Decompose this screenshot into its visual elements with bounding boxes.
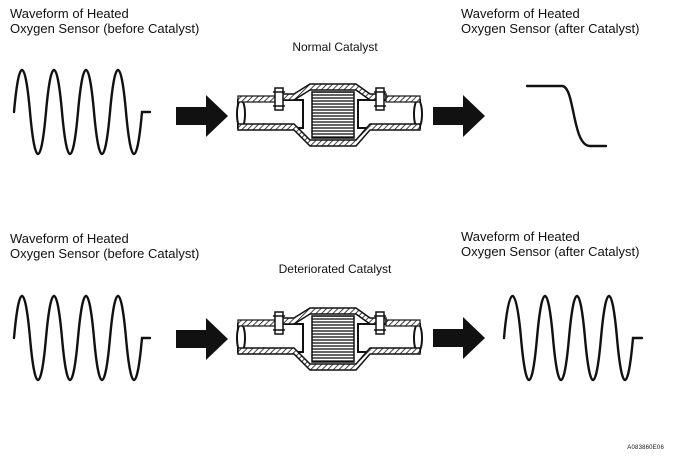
row1-after-label: Waveform of Heated Oxygen Sensor (after …	[461, 6, 639, 36]
row2-catalyst-diagram	[236, 307, 423, 371]
row1-before-label: Waveform of Heated Oxygen Sensor (before…	[10, 6, 199, 36]
row1-before-waveform	[12, 69, 152, 155]
row2-before-label: Waveform of Heated Oxygen Sensor (before…	[10, 231, 199, 261]
row2-after-label: Waveform of Heated Oxygen Sensor (after …	[461, 229, 639, 259]
row1-catalyst-label: Normal Catalyst	[292, 40, 378, 54]
row2-arrow-in	[176, 318, 228, 360]
row1-after-label-line2: Oxygen Sensor (after Catalyst)	[461, 21, 640, 36]
figure-code: A083860E06	[627, 445, 664, 451]
row2-after-label-line2: Oxygen Sensor (after Catalyst)	[461, 244, 640, 259]
row1-before-label-line2: Oxygen Sensor (before Catalyst)	[10, 21, 200, 36]
row2-catalyst-label: Deteriorated Catalyst	[278, 262, 392, 276]
row2-before-waveform	[12, 295, 152, 381]
row2-before-label-line2: Oxygen Sensor (before Catalyst)	[10, 246, 200, 261]
row2-before-label-line1: Waveform of Heated	[10, 231, 129, 246]
row2-after-waveform	[502, 295, 644, 381]
row2-arrow-out	[433, 317, 485, 359]
row1-after-label-line1: Waveform of Heated	[461, 6, 580, 21]
row2-after-label-line1: Waveform of Heated	[461, 229, 580, 244]
row1-catalyst-diagram	[236, 83, 423, 147]
row1-arrow-in	[176, 95, 228, 137]
row1-arrow-out	[433, 95, 485, 137]
row1-before-label-line1: Waveform of Heated	[10, 6, 129, 21]
row1-after-waveform	[525, 84, 608, 148]
